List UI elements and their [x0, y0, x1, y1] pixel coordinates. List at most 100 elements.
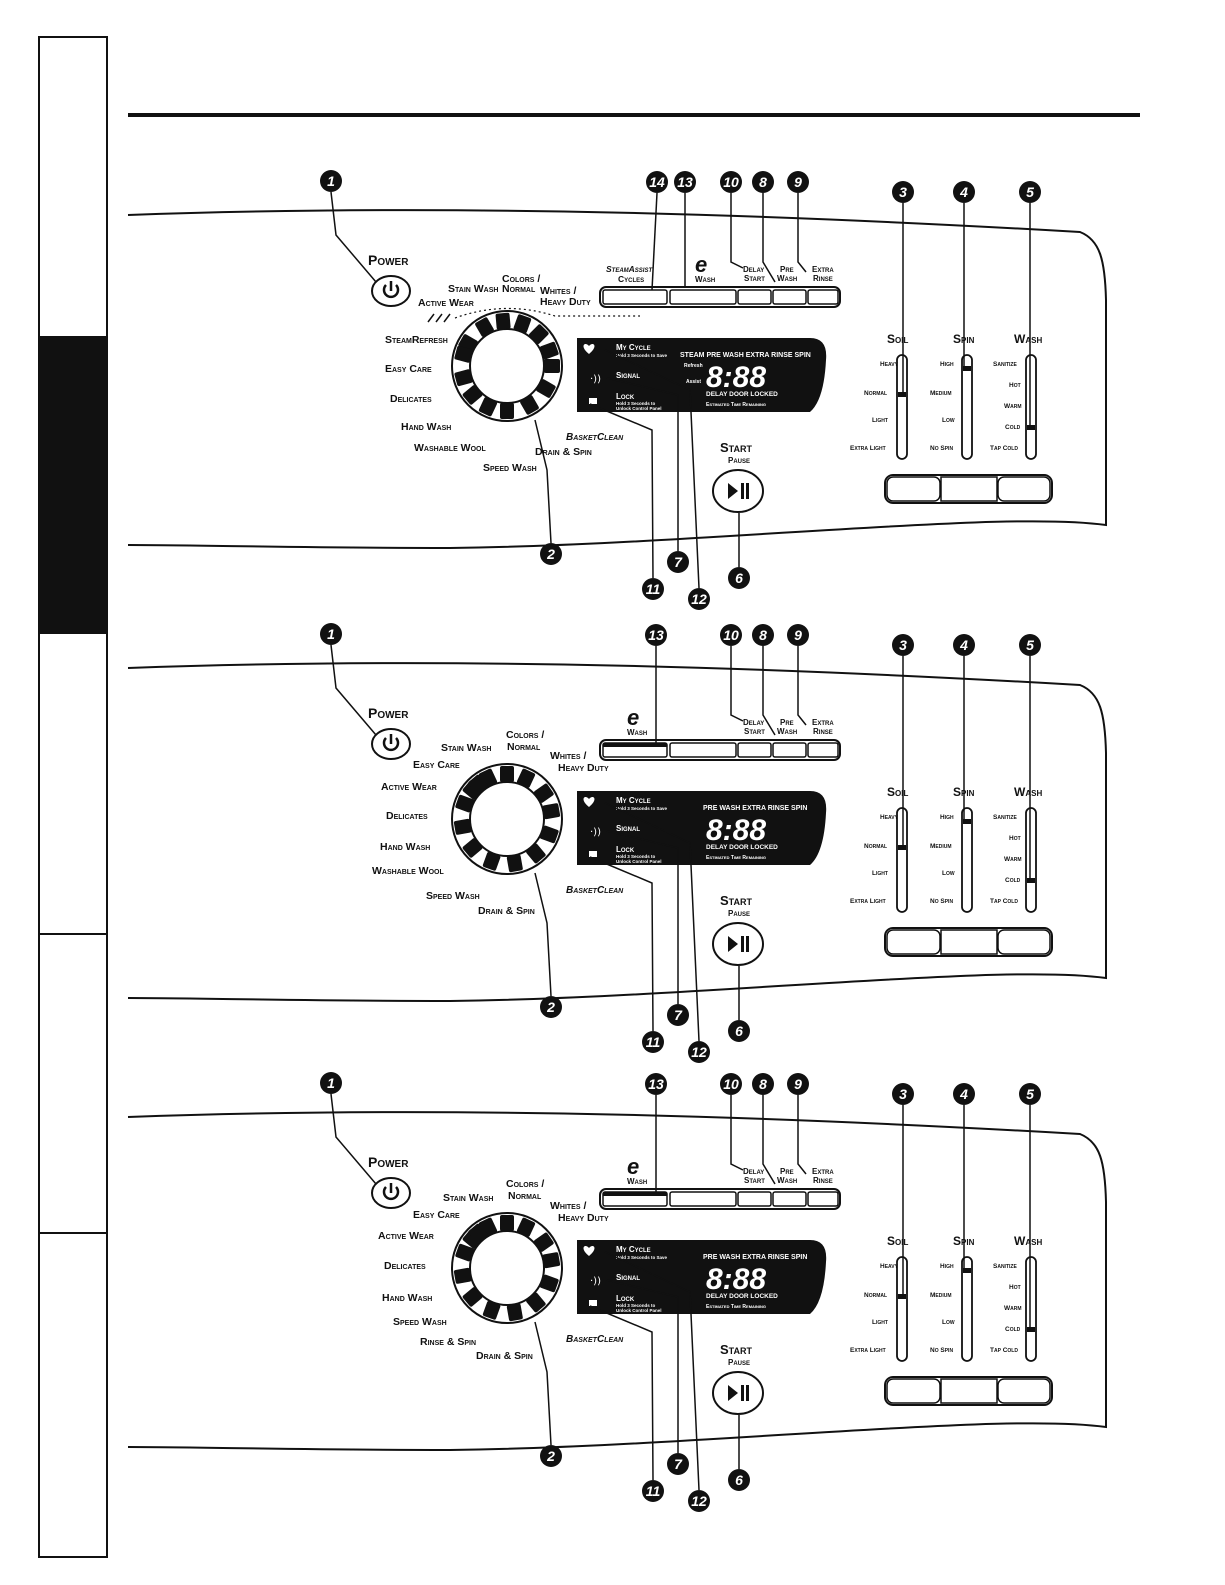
callout-marker: 12: [688, 1490, 710, 1512]
dial-segment: [455, 794, 475, 813]
cycle-selector-dial[interactable]: [451, 763, 563, 875]
leader-line: [589, 403, 654, 579]
callout-number: 5: [1026, 184, 1034, 200]
basketclean-label: BasketClean: [566, 1334, 624, 1345]
my-cycle-sub: Hold 3 Seconds to Save: [616, 353, 668, 358]
pause-bar-2: [746, 1385, 749, 1401]
callout-number: 6: [735, 1472, 743, 1488]
blank-button[interactable]: [669, 1191, 737, 1207]
leader-line: [606, 1279, 679, 1453]
display-header: PRE WASH EXTRA RINSE SPIN: [703, 805, 807, 812]
callout-circle: [645, 1073, 667, 1095]
cycle-label-delicates: Delicates: [384, 1260, 426, 1272]
callout-marker: 6: [728, 1469, 750, 1491]
pause-label: Pause: [728, 1358, 750, 1367]
soil-button[interactable]: [886, 929, 941, 955]
lock-sub-1: Hold 3 Seconds to: [616, 1303, 656, 1308]
spin-button[interactable]: [940, 476, 998, 502]
prewash-button[interactable]: [772, 742, 807, 758]
cycle-selector-dial[interactable]: [451, 1212, 563, 1324]
callout-marker: 2: [540, 1445, 562, 1467]
callout-number: 1: [327, 626, 335, 642]
callout-circle: [540, 996, 562, 1018]
prewash-button[interactable]: [772, 1191, 807, 1207]
dial-segment: [539, 341, 559, 360]
callout-number: 8: [759, 627, 767, 643]
ewash-button[interactable]: [669, 289, 737, 305]
ewash-indicator: [603, 743, 667, 747]
extra-rinse-button[interactable]: [807, 742, 839, 758]
my-cycle-label: My Cycle: [616, 796, 651, 805]
callout-marker: 7: [667, 1453, 689, 1475]
callout-marker: 13: [674, 171, 696, 193]
delay-door-locked: DELAY DOOR LOCKED: [706, 844, 778, 851]
callout-circle: [667, 1004, 689, 1026]
leader-line: [604, 802, 700, 1042]
extra-rinse-button[interactable]: [807, 1191, 839, 1207]
cycle-selector-dial[interactable]: [451, 310, 563, 422]
pause-bar-1: [741, 483, 744, 499]
leader-line: [604, 1251, 700, 1491]
cycle-label-speed-wash: Speed Wash: [483, 462, 537, 474]
spin-slider-indicator: [963, 366, 971, 371]
power-button[interactable]: [371, 1177, 411, 1209]
wash-level-3: Cold: [1005, 877, 1021, 884]
leader-line: [797, 193, 807, 273]
signal-icon: ·)): [590, 1276, 601, 1287]
callout-marker: 10: [720, 1073, 742, 1095]
leader-line: [330, 191, 377, 283]
callout-number: 13: [677, 174, 693, 190]
soil-slider-indicator: [898, 1294, 906, 1299]
cycle-label-delicates: Delicates: [386, 810, 428, 822]
extra-rinse-button[interactable]: [807, 289, 839, 305]
soil-level-3: Extra Light: [850, 445, 886, 452]
wash-button[interactable]: [997, 476, 1051, 502]
delay-start-button[interactable]: [737, 289, 772, 305]
lock-icon: [589, 1300, 597, 1306]
wash-level-4: Tap Cold: [990, 1347, 1018, 1354]
start-pause-button[interactable]: [712, 1371, 764, 1415]
spin-button[interactable]: [940, 1378, 998, 1404]
leader-line: [651, 192, 658, 291]
blank-button[interactable]: [669, 742, 737, 758]
soil-button[interactable]: [886, 476, 941, 502]
power-label: Power: [368, 1154, 409, 1170]
lock-sub-2: Unlock Control Panel: [616, 859, 662, 864]
power-button[interactable]: [371, 275, 411, 307]
spin-slider-track: [961, 807, 973, 913]
dial-segment: [454, 369, 473, 387]
cycles-label: Cycles: [618, 274, 644, 284]
lock-sub-2: Unlock Control Panel: [616, 1308, 662, 1313]
delay-start-button[interactable]: [737, 742, 772, 758]
start-pause-button[interactable]: [712, 922, 764, 966]
delay-start-button[interactable]: [737, 1191, 772, 1207]
steam-assist-button[interactable]: [602, 289, 668, 305]
spin-level-0: High: [940, 814, 954, 821]
callout-number: 5: [1026, 1086, 1034, 1102]
callout-marker: 6: [728, 567, 750, 589]
cycle-label-colors: Colors /: [502, 273, 540, 285]
wash-button[interactable]: [997, 929, 1051, 955]
callout-circle: [646, 171, 668, 193]
wash-button[interactable]: [997, 1378, 1051, 1404]
soil-level-1: Normal: [864, 390, 887, 397]
dial-segment: [520, 395, 539, 415]
cycle-label-active-wear: Active Wear: [378, 1230, 434, 1242]
spin-button[interactable]: [940, 929, 998, 955]
ewash-e-logo: e: [627, 705, 639, 730]
callout-marker: 12: [688, 1041, 710, 1063]
soil-level-2: Light: [872, 1319, 888, 1326]
soil-button[interactable]: [886, 1378, 941, 1404]
wash-level-4: Tap Cold: [990, 445, 1018, 452]
prewash-button[interactable]: [772, 289, 807, 305]
display-header: STEAM PRE WASH EXTRA RINSE SPIN: [680, 352, 811, 359]
power-button[interactable]: [371, 728, 411, 760]
start-label: Start: [720, 440, 752, 455]
panel-outline: [127, 662, 1107, 1003]
start-pause-button[interactable]: [712, 469, 764, 513]
estimated-time: Estimated Time Remaining: [706, 1304, 766, 1310]
dial-segment: [526, 1292, 546, 1313]
callout-number: 5: [1026, 637, 1034, 653]
dial-segment: [534, 1232, 554, 1252]
